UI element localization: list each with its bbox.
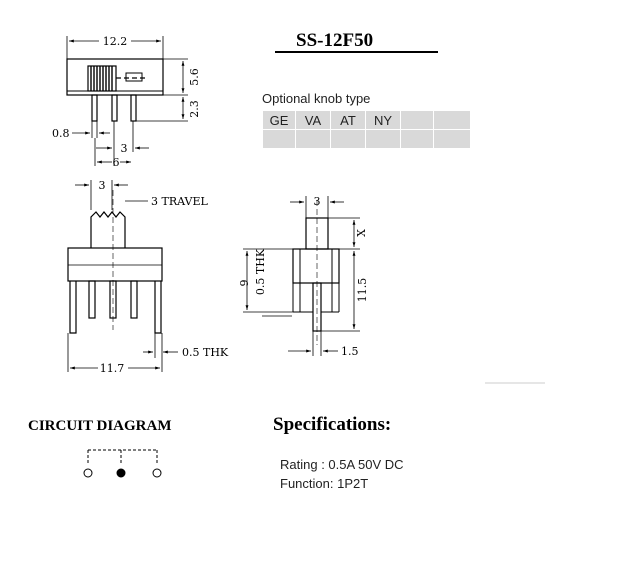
dim-knob-width: 3 <box>99 179 106 192</box>
dim-height: 5.6 <box>188 68 201 86</box>
dim-pin-pitch: 3 <box>121 142 128 155</box>
dim-pin-span: 6 <box>113 156 120 169</box>
front-pin-left <box>88 280 96 319</box>
knob-table-row <box>262 129 471 149</box>
pin-center <box>111 94 118 122</box>
knob-cell: VA <box>295 110 331 130</box>
dim-front-thickness: 0.5 THK <box>182 346 229 359</box>
knob-ridges <box>90 66 113 91</box>
dim-knob-x: X <box>355 229 368 237</box>
spec-function: Function: 1P2T <box>280 476 369 491</box>
dim-travel: 3 TRAVEL <box>151 195 208 208</box>
front-pin-center <box>109 280 117 319</box>
dim-side-thickness: 0.5 THK <box>254 248 267 295</box>
dim-body-width: 11.7 <box>100 362 125 375</box>
specifications-heading: Specifications: <box>273 414 392 435</box>
top-view <box>66 36 188 166</box>
dim-pin-offset: 1.5 <box>341 345 359 358</box>
knob-table-row: GE VA AT NY <box>262 110 471 130</box>
title-underline <box>275 51 438 53</box>
dim-side-knob: 3 <box>314 195 321 208</box>
knob-type-table: GE VA AT NY <box>262 110 471 149</box>
front-lug-right <box>154 281 162 334</box>
pin-left <box>91 94 98 122</box>
front-knob <box>90 211 126 248</box>
front-body <box>67 247 163 282</box>
dim-pin-width: 0.8 <box>52 127 70 140</box>
dim-width: 12.2 <box>103 35 128 48</box>
circuit-diagram-heading: CIRCUIT DIAGRAM <box>28 418 172 434</box>
spec-rating: Rating : 0.5A 50V DC <box>280 457 404 472</box>
side-pin <box>312 282 322 332</box>
front-view <box>67 180 178 372</box>
dim-pin-length: 2.3 <box>188 100 201 118</box>
part-number-title: SS-12F50 <box>296 30 374 51</box>
front-pin-right <box>130 280 138 319</box>
pin-right <box>130 94 137 122</box>
dim-total-height: 11.5 <box>356 278 369 303</box>
terminal-common <box>116 468 126 478</box>
circuit-schematic <box>83 449 162 478</box>
knob-cell: GE <box>262 110 296 130</box>
terminal-right <box>152 468 162 478</box>
side-view <box>243 196 360 356</box>
dim-body-height: 9 <box>238 280 251 287</box>
terminal-left <box>83 468 93 478</box>
knob-table-caption: Optional knob type <box>262 91 371 106</box>
front-lug-left <box>69 281 77 334</box>
knob-cell <box>433 129 471 149</box>
top-view-body <box>66 58 164 96</box>
